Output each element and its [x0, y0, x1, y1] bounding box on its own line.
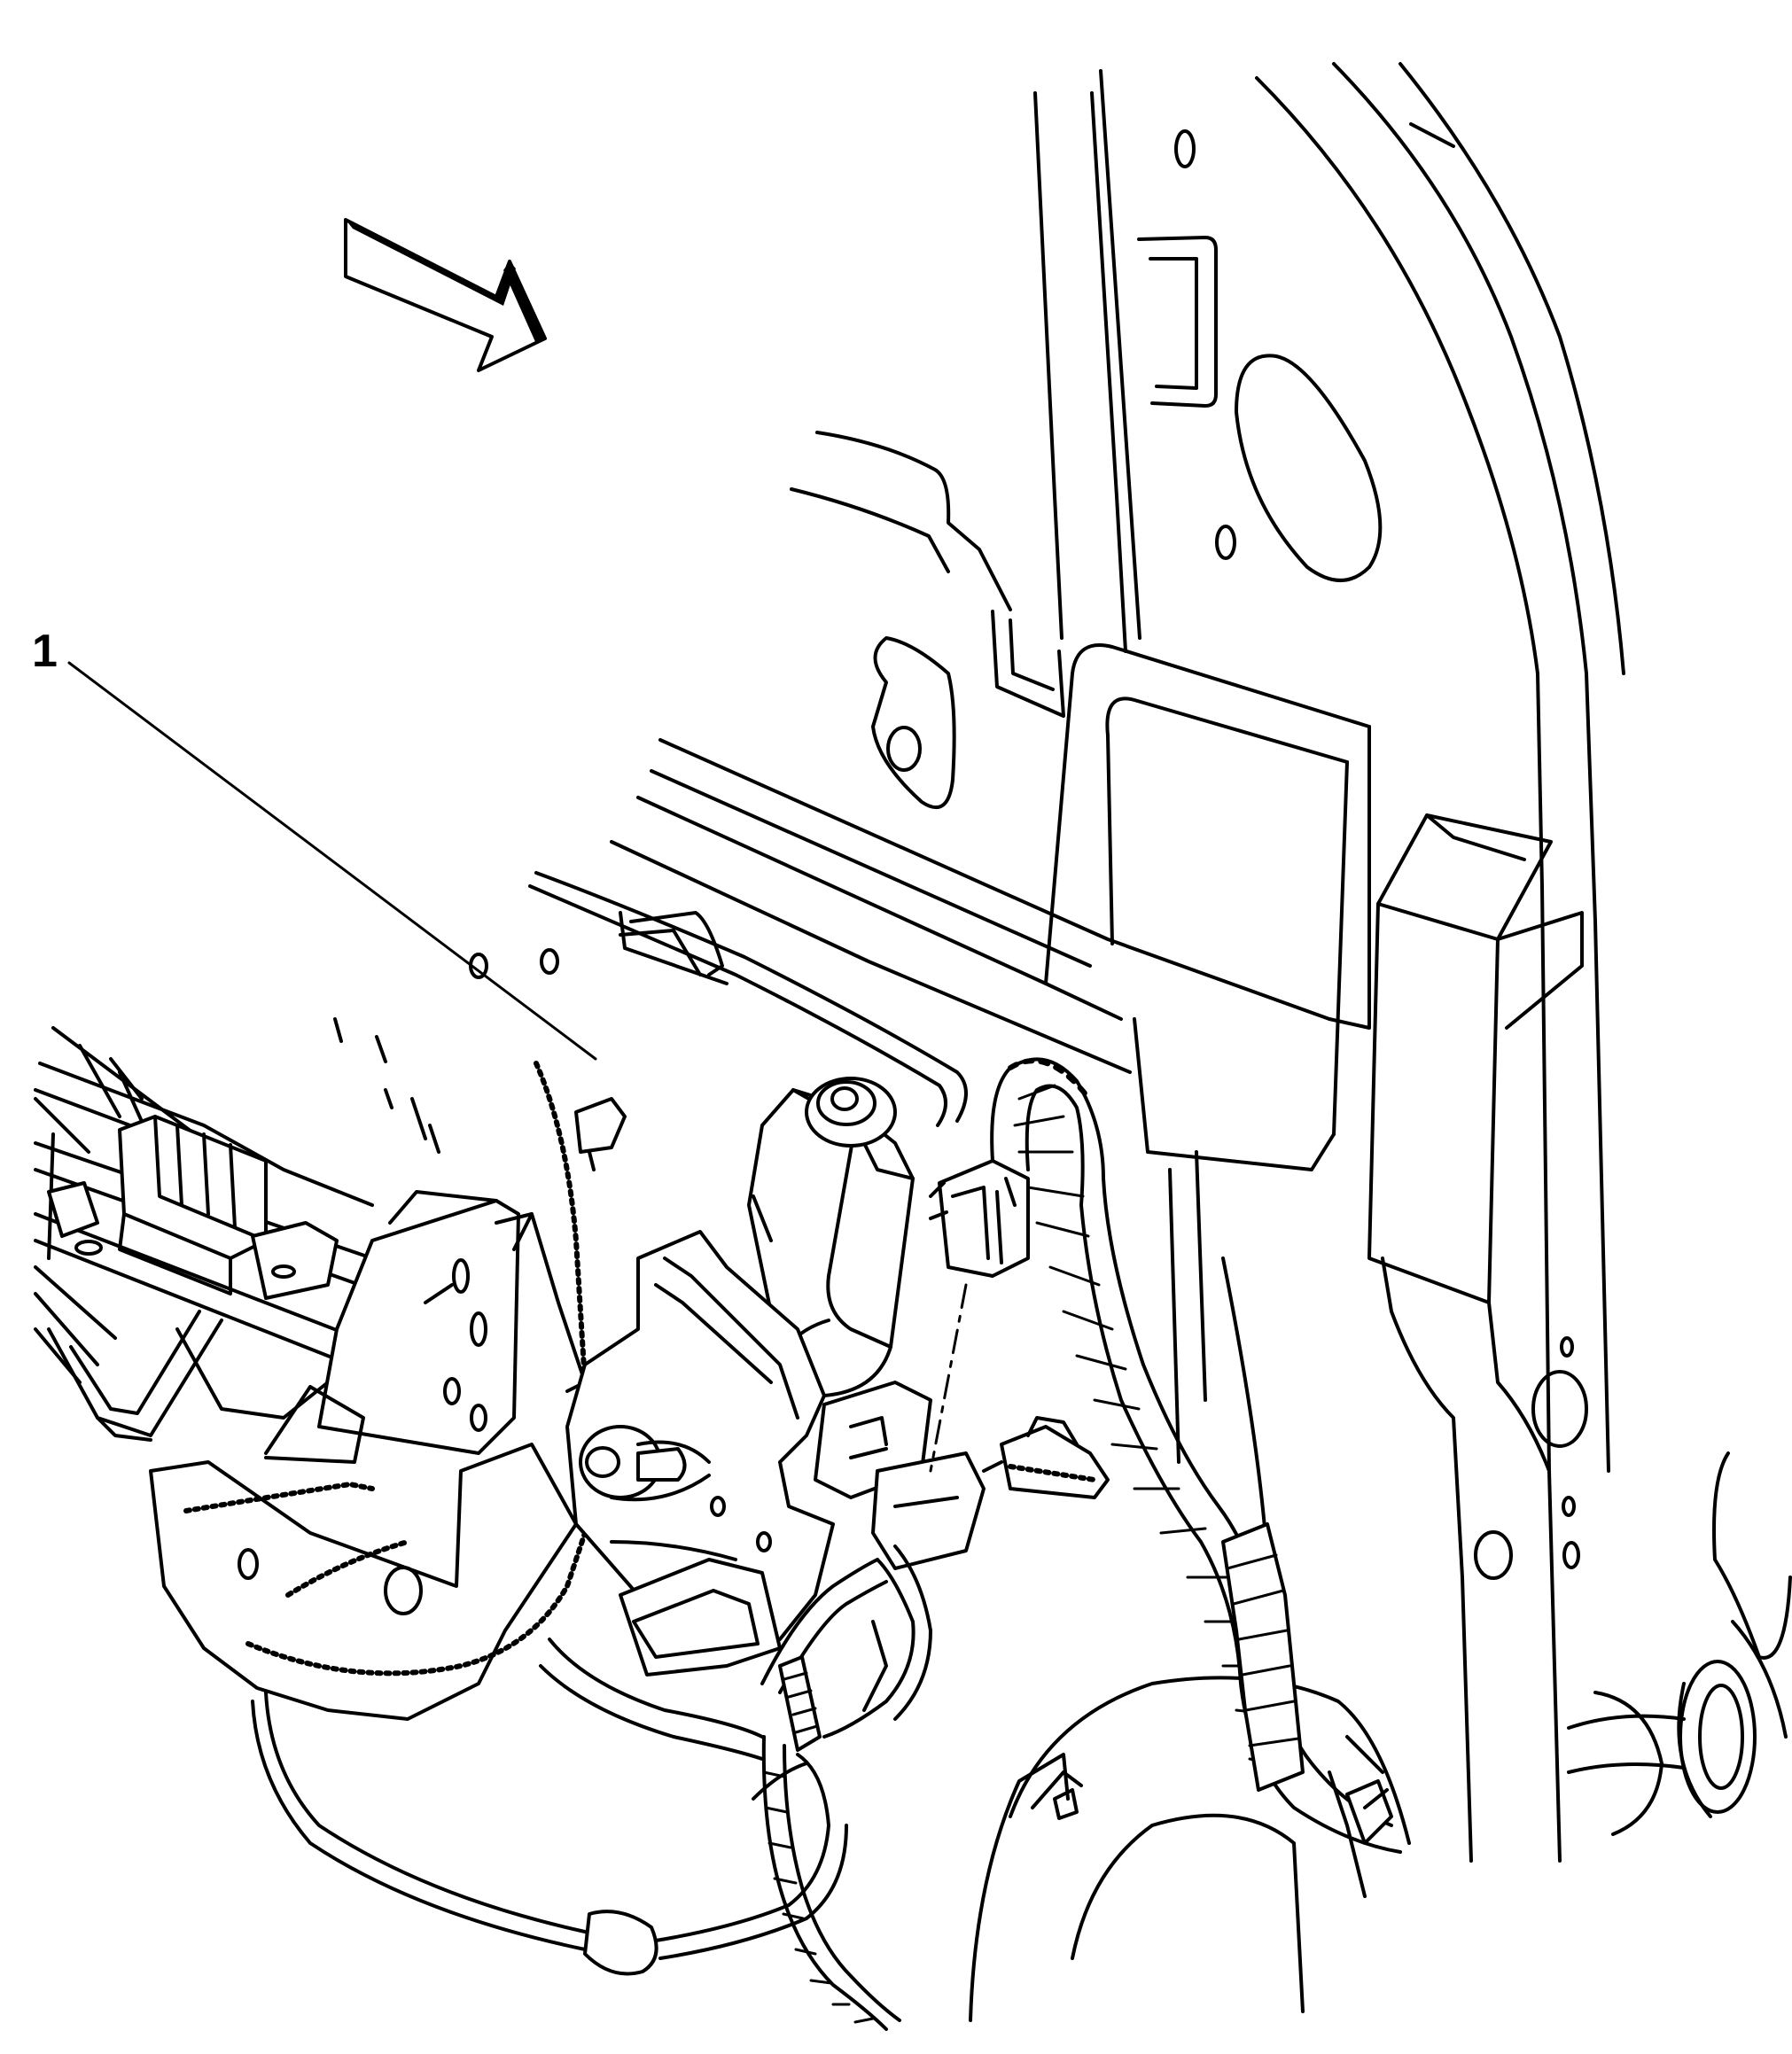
callout-leader-line — [67, 661, 597, 1061]
window-regulator — [34, 948, 848, 1976]
upper-cable — [528, 871, 968, 1127]
window-motor — [565, 1077, 986, 1677]
lower-wiring — [539, 1540, 932, 2031]
door-inner-panel — [610, 62, 1792, 2022]
view-direction-arrow-icon — [344, 218, 547, 372]
callout-label: 1 — [32, 626, 58, 677]
wiring-harness — [982, 1057, 1402, 1854]
callout-1: 1 — [32, 626, 597, 1061]
harness-connector — [929, 1159, 1030, 1473]
